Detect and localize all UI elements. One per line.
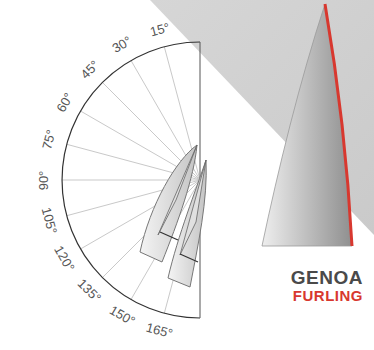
brand-subtitle: FURLING [293, 288, 363, 303]
brand-title: GENOA [291, 268, 363, 287]
angle-label: 120° [53, 243, 78, 273]
angle-label: 105° [40, 206, 60, 235]
angle-label: 165° [145, 321, 174, 341]
genoa-sail [262, 4, 352, 246]
angle-label: 15° [148, 20, 170, 38]
angle-label: 135° [76, 276, 104, 304]
angle-label: 60° [54, 90, 75, 114]
angle-label: 45° [78, 58, 101, 81]
angle-label: 30° [110, 34, 134, 55]
boat [168, 160, 206, 287]
angle-label: 75° [40, 128, 58, 150]
angle-label: 150° [107, 303, 137, 328]
angle-label: 90° [37, 170, 50, 190]
